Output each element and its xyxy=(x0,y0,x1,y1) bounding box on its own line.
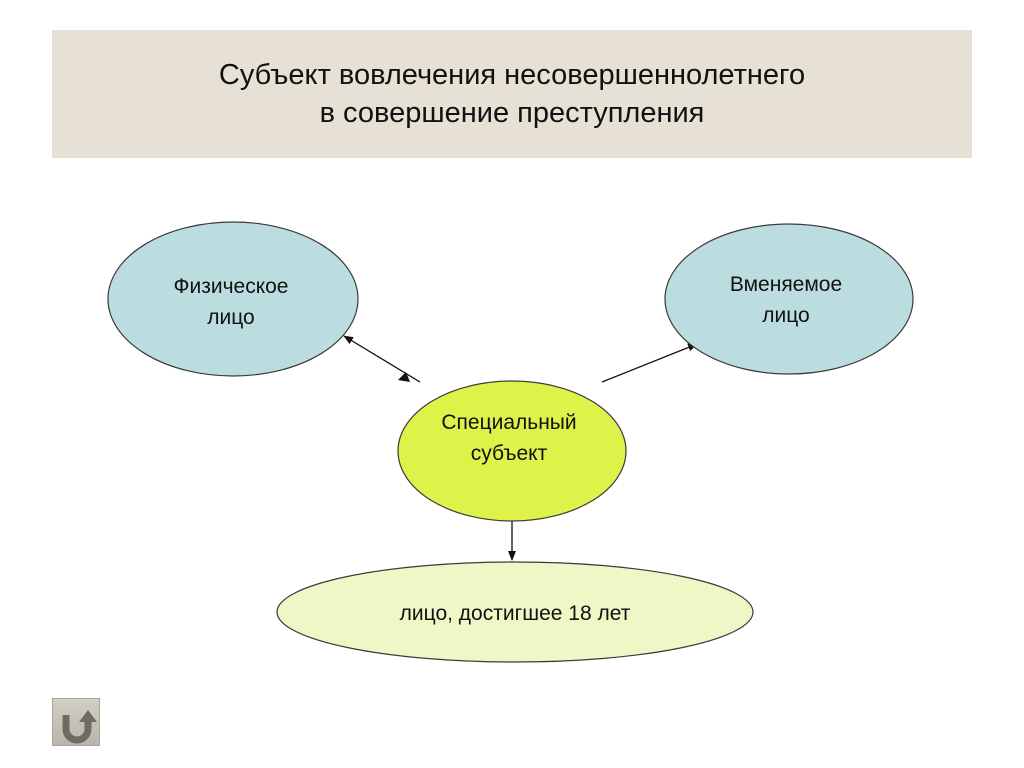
node-sane-line-2: лицо xyxy=(762,304,809,327)
node-special-line-1: Специальный xyxy=(441,411,576,434)
arrow-to-physical xyxy=(343,335,421,383)
node-physical-line-2: лицо xyxy=(207,306,254,329)
node-special-line-2: субъект xyxy=(471,442,548,465)
title-box: Субъект вовлечения несовершеннолетнего в… xyxy=(52,30,972,158)
u-turn-arrow-icon xyxy=(62,710,97,744)
node-sane-line-1: Вменяемое xyxy=(730,273,842,296)
node-adult: лицо, достигшее 18 лет xyxy=(276,561,754,663)
title-line-2: в совершение преступления xyxy=(319,97,705,129)
arrow-tail-mark xyxy=(398,372,410,382)
back-button[interactable] xyxy=(52,698,100,746)
node-adult-label: лицо, достигшее 18 лет xyxy=(400,602,631,625)
title-line-1: Субъект вовлечения несовершеннолетнего xyxy=(218,59,806,91)
node-physical-line-1: Физическое xyxy=(174,275,289,298)
arrow-to-sane xyxy=(601,343,698,383)
node-sane: Вменяемое лицо xyxy=(664,223,914,375)
node-physical: Физическое лицо xyxy=(107,221,359,377)
node-special: Специальный субъект xyxy=(397,380,627,522)
